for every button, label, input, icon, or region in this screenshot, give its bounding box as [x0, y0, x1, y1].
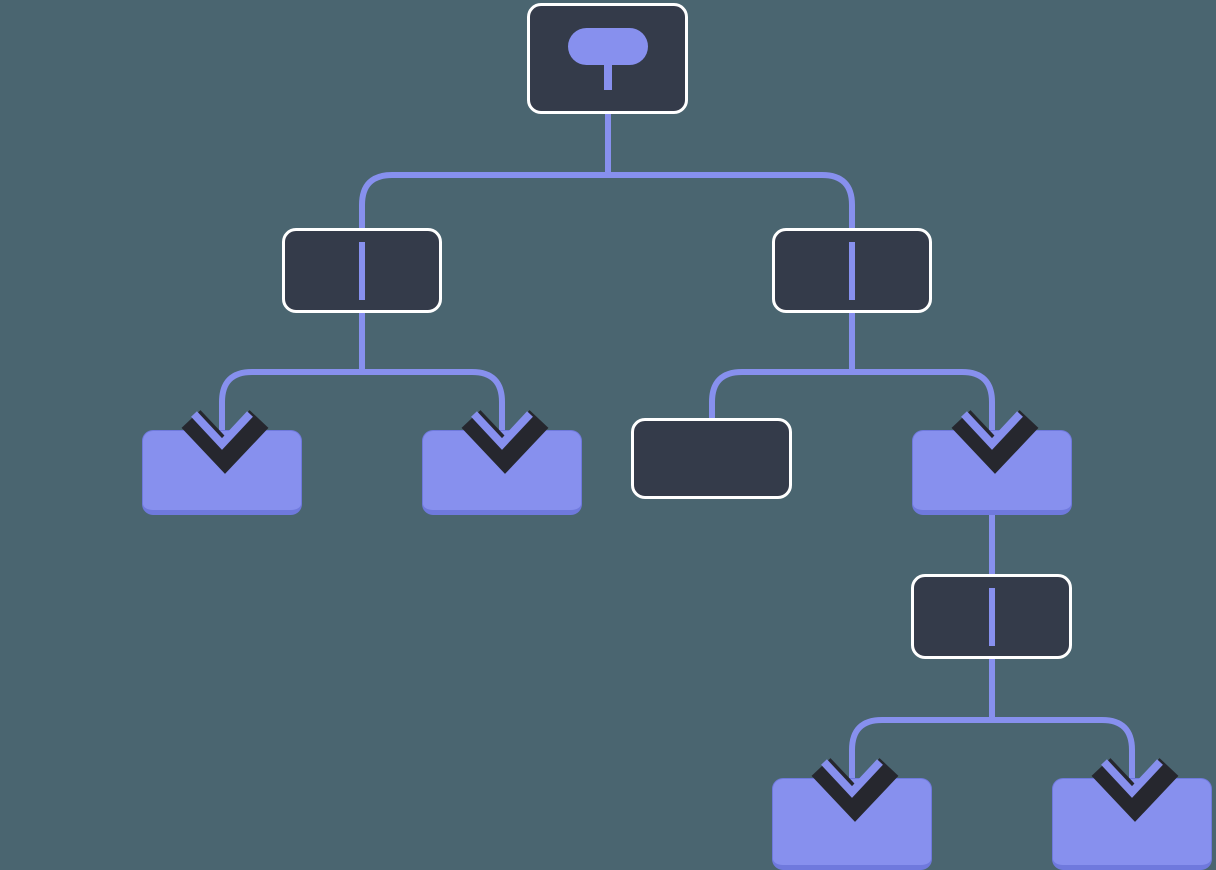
node-l4b[interactable] [1052, 778, 1212, 870]
node-l2b[interactable] [422, 430, 582, 515]
node-root[interactable] [527, 3, 688, 114]
node-l2c[interactable] [631, 418, 792, 499]
pin-stem-icon [603, 60, 612, 90]
bar-glyph [359, 241, 365, 300]
pin-glyph [567, 27, 648, 90]
bar-glyph [988, 587, 995, 646]
pin-head-icon [567, 27, 648, 65]
node-l1a[interactable] [282, 228, 442, 313]
node-l2a[interactable] [142, 430, 302, 515]
node-l2d[interactable] [912, 430, 1072, 515]
node-l4a[interactable] [772, 778, 932, 870]
bar-glyph [849, 241, 855, 300]
node-l3a[interactable] [911, 574, 1072, 659]
node-l1b[interactable] [772, 228, 932, 313]
